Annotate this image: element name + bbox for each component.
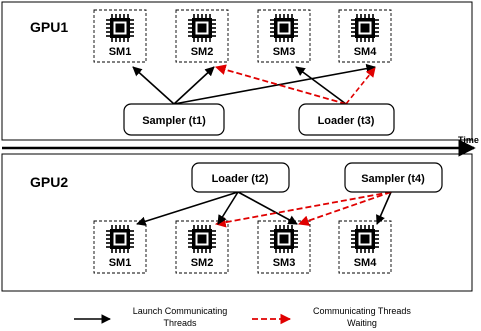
sm-box-sm3: SM3 — [257, 9, 311, 63]
legend-launch-line1: Launch Communicating — [133, 306, 228, 316]
chip-icon — [351, 14, 379, 42]
arrow-t4-sm4 — [376, 191, 392, 225]
sm-label: SM1 — [109, 257, 132, 269]
legend-waiting-line1: Communicating Threads — [313, 306, 411, 316]
gpu2-panel — [1, 153, 473, 292]
legend: Launch Communicating Threads Communicati… — [74, 306, 411, 328]
chip-icon — [106, 14, 134, 42]
gpu1-title: GPU1 — [30, 19, 68, 35]
arrow-t2-sm1 — [136, 191, 239, 226]
arrow-t1-sm1 — [132, 66, 175, 105]
sm-box-sm1: SM1 — [93, 9, 147, 63]
thread-loader-t3: Loader (t3) — [298, 103, 395, 136]
arrow-t2-sm3 — [237, 191, 298, 225]
gpu2-title: GPU2 — [30, 174, 68, 190]
arrow-t3-sm4-waiting — [345, 67, 376, 105]
sm-box-sm4: SM4 — [338, 220, 392, 274]
sm-label: SM4 — [354, 257, 378, 269]
chip-icon — [351, 225, 379, 253]
chip-icon — [188, 225, 216, 253]
sm-label: SM3 — [273, 257, 296, 269]
thread-sampler-t1-label: Sampler (t1) — [142, 115, 206, 127]
thread-loader-t2-label: Loader (t2) — [212, 173, 269, 185]
time-label: Time — [458, 135, 479, 145]
gpu1-panel — [1, 1, 473, 141]
gpu1-sm-group: SM1 SM2 SM3 SM4 — [93, 9, 392, 63]
arrow-t3-sm2-waiting — [214, 64, 347, 105]
sm-box-sm1: SM1 — [93, 220, 147, 274]
thread-sampler-t4: Sampler (t4) — [344, 162, 443, 193]
arrow-t1-sm4 — [173, 63, 376, 105]
sm-label: SM2 — [191, 257, 214, 269]
thread-loader-t2: Loader (t2) — [191, 162, 290, 193]
sm-box-sm3: SM3 — [257, 220, 311, 274]
sm-label: SM1 — [109, 46, 132, 58]
thread-sampler-t1: Sampler (t1) — [123, 103, 225, 136]
thread-loader-t3-label: Loader (t3) — [318, 115, 375, 127]
sm-box-sm4: SM4 — [338, 9, 392, 63]
chip-icon — [270, 14, 298, 42]
arrow-t3-sm3 — [295, 66, 347, 105]
chip-icon — [188, 14, 216, 42]
arrow-t4-sm2-waiting — [214, 191, 392, 228]
thread-sampler-t4-label: Sampler (t4) — [361, 173, 425, 185]
sm-label: SM2 — [191, 46, 214, 58]
gpu2-sm-group: SM1 SM2 SM3 SM4 — [93, 220, 392, 274]
legend-waiting-line2: Waiting — [347, 318, 377, 328]
legend-launch-line2: Threads — [163, 318, 197, 328]
sm-box-sm2: SM2 — [175, 220, 229, 274]
gpu2-arrows — [136, 191, 392, 228]
sm-label: SM3 — [273, 46, 296, 58]
gpu1-arrows — [132, 63, 376, 105]
arrow-t4-sm3-waiting — [297, 191, 392, 226]
chip-icon — [270, 225, 298, 253]
arrow-t2-sm2 — [217, 191, 239, 225]
sm-box-sm2: SM2 — [175, 9, 229, 63]
arrow-t1-sm2 — [173, 66, 215, 105]
sm-label: SM4 — [354, 46, 378, 58]
chip-icon — [106, 225, 134, 253]
